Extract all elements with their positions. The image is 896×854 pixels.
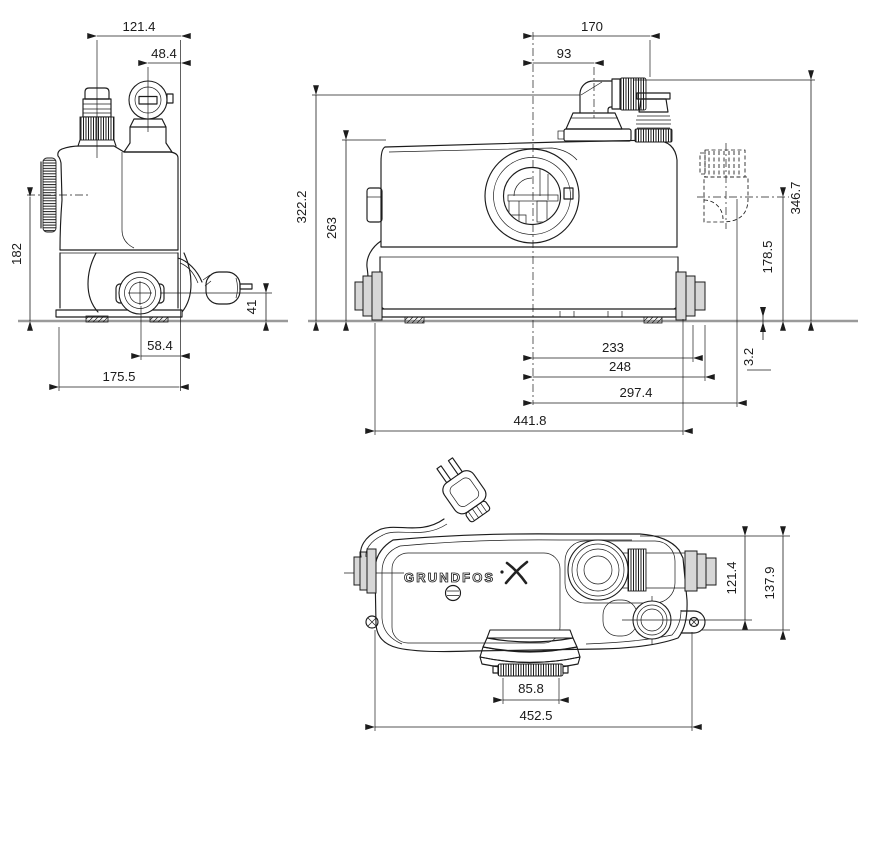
dim-text-248: 248 (609, 359, 631, 374)
logo-dot (500, 570, 504, 574)
dim-text-182: 182 (9, 243, 24, 265)
dim-text-233: 233 (602, 340, 624, 355)
dim-text-175-5: 175.5 (102, 369, 135, 384)
top-view-bottom-inlet (479, 629, 581, 677)
side-view-round-port (123, 80, 174, 153)
front-view-side-box (366, 187, 383, 223)
side-view-outlet (115, 271, 165, 315)
dim-text-137-9: 137.9 (762, 566, 777, 599)
dim-text-178-5: 178.5 (760, 240, 775, 273)
pipe-clamp-band (627, 548, 647, 592)
side-view: 121.4 48.4 182 41 58.4 175.5 (9, 19, 288, 391)
power-cable (360, 518, 445, 558)
side-view-tank-body (55, 145, 192, 323)
dim-text-3-2: 3.2 (741, 348, 756, 366)
front-view-foot (404, 316, 425, 324)
side-view-dimensions: 121.4 48.4 182 41 58.4 175.5 (9, 19, 272, 391)
spare-port-clamp-band (634, 128, 673, 143)
front-view-foot (643, 316, 663, 324)
front-view-access-cover (484, 148, 580, 244)
tank-lid-panel (391, 552, 561, 644)
front-view-right-connector (675, 271, 706, 321)
dim-text-346-7: 346.7 (788, 181, 803, 214)
lid-screw (444, 584, 462, 602)
dim-text-170: 170 (581, 19, 603, 34)
dim-text-41: 41 (244, 300, 259, 315)
front-view-spare-inlet-port (634, 92, 673, 143)
top-view-discharge-assembly (567, 539, 717, 601)
mount-screw-right (688, 616, 700, 628)
dim-3-2: 3.2 (741, 307, 771, 371)
front-view-cable (366, 240, 382, 279)
front-view-optional-elbow-dashed (699, 143, 749, 229)
dim-text-93: 93 (557, 46, 572, 61)
dim-text-452-5: 452.5 (519, 708, 552, 723)
top-view-dimensions: 121.4 137.9 85.8 452.5 (365, 526, 790, 731)
plug-pin (239, 283, 253, 290)
side-view-foot (85, 315, 109, 323)
logo-x-symbol (504, 560, 529, 585)
grundfos-logo: GRUNDFOS (404, 570, 495, 585)
plug-pin (436, 465, 452, 484)
dim-text-side-121-4: 121.4 (122, 19, 155, 34)
mount-tab (680, 610, 706, 634)
elbow-coupling-ribbed (619, 77, 647, 111)
dim-text-top-121-4: 121.4 (724, 561, 739, 594)
dim-text-58-4: 58.4 (147, 338, 173, 353)
dim-text-85-8: 85.8 (518, 681, 544, 696)
dim-text-263: 263 (324, 217, 339, 239)
front-view-tank (366, 139, 679, 324)
service-oval (602, 599, 638, 637)
front-view: 170 93 322.2 263 346.7 178.5 3.2 (294, 19, 858, 435)
front-view-left-connector (354, 271, 383, 321)
plug-pin (447, 457, 463, 476)
top-view-left-flange (353, 548, 377, 594)
front-view-discharge-elbow (557, 77, 647, 142)
top-view-power-plug (360, 457, 491, 558)
top-view: GRUNDFOS (344, 457, 790, 731)
dim-text-297-4: 297.4 (619, 385, 652, 400)
dim-text-441-8: 441.8 (513, 413, 546, 428)
dim-text-322-2: 322.2 (294, 190, 309, 223)
side-view-foot (149, 316, 169, 323)
mount-screw-left (365, 615, 379, 629)
dim-text-48-4: 48.4 (151, 46, 177, 61)
front-view-dimensions: 170 93 322.2 263 346.7 178.5 3.2 (294, 19, 815, 435)
inlet-clamp-band (497, 663, 564, 677)
pump-housing-seam (564, 540, 676, 604)
